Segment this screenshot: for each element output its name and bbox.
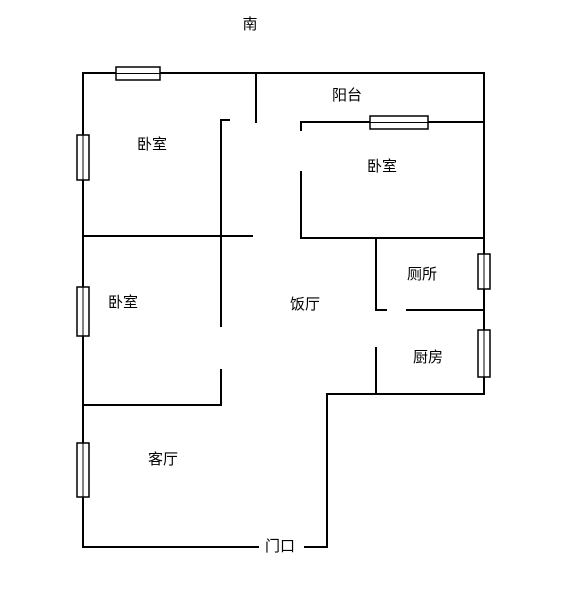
window-left-mid [76,286,90,337]
window-top-left [115,66,161,81]
compass-label: 南 [242,15,257,33]
window-left-top [76,134,90,181]
entrance-label: 门口 [265,537,295,555]
window-toilet [477,253,491,290]
room-label-toilet: 厕所 [407,265,437,283]
room-label-living: 客厅 [148,450,178,468]
room-label-kitchen: 厨房 [413,348,443,366]
room-label-dining: 饭厅 [290,295,320,313]
room-label-bedroom-mid-left: 卧室 [108,293,138,311]
room-label-bedroom-top-right: 卧室 [367,157,397,175]
room-label-balcony: 阳台 [332,86,362,104]
window-kitchen [477,329,491,378]
room-label-bedroom-top-left: 卧室 [137,135,167,153]
windows [76,66,491,498]
window-left-bottom [76,442,90,498]
interior-walls [82,72,485,406]
window-balcony [369,115,429,130]
